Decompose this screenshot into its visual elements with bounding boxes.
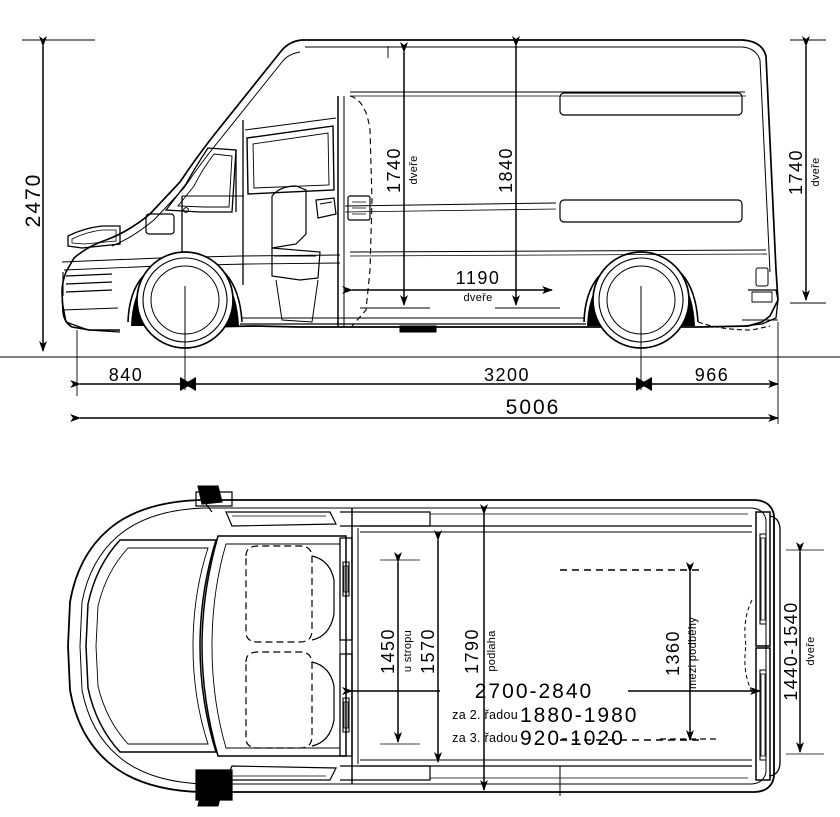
label-rear-overhang: 966 bbox=[695, 365, 730, 385]
label-width-ceiling: 1450 bbox=[378, 628, 398, 674]
label-side-door-height-note: dveře bbox=[408, 155, 420, 184]
label-behind-second-row: za 2. řadou bbox=[452, 708, 518, 722]
label-side-door-width: 1190 bbox=[456, 268, 501, 288]
label-front-overhang: 840 bbox=[109, 365, 144, 385]
plan-view-dimensions bbox=[342, 504, 824, 791]
label-side-door-height: 1740 bbox=[384, 147, 404, 193]
label-side-door-width-note: dveře bbox=[463, 292, 492, 304]
label-rear-door-height: 1740 bbox=[786, 149, 806, 195]
label-width-floor-note: podlaha bbox=[486, 630, 498, 672]
label-cargo-height: 1840 bbox=[496, 147, 516, 193]
label-width-ceiling-note: u stropu bbox=[402, 630, 414, 672]
label-between-arches: 1360 bbox=[663, 630, 683, 676]
label-between-arches-note: mezi podběhy bbox=[687, 617, 699, 689]
label-rear-door-width: 1440-1540 bbox=[781, 601, 801, 701]
label-overall-length: 5006 bbox=[506, 396, 561, 419]
label-behind-third-row: za 3. řadou bbox=[452, 731, 518, 745]
label-width-floor: 1790 bbox=[462, 628, 482, 674]
label-wheelbase: 3200 bbox=[484, 365, 530, 385]
side-view-dimensions bbox=[0, 36, 826, 424]
label-cargo-length: 2700-2840 bbox=[475, 680, 593, 703]
label-overall-height: 2470 bbox=[22, 173, 45, 228]
label-width-mid: 1570 bbox=[418, 628, 438, 674]
label-behind-second-row-value: 1880-1980 bbox=[520, 704, 638, 727]
label-behind-third-row-value: 920-1020 bbox=[520, 727, 625, 750]
label-rear-door-height-note: dveře bbox=[810, 157, 822, 186]
side-view-vehicle bbox=[0, 39, 840, 358]
label-rear-door-width-note: dveře bbox=[805, 636, 817, 665]
